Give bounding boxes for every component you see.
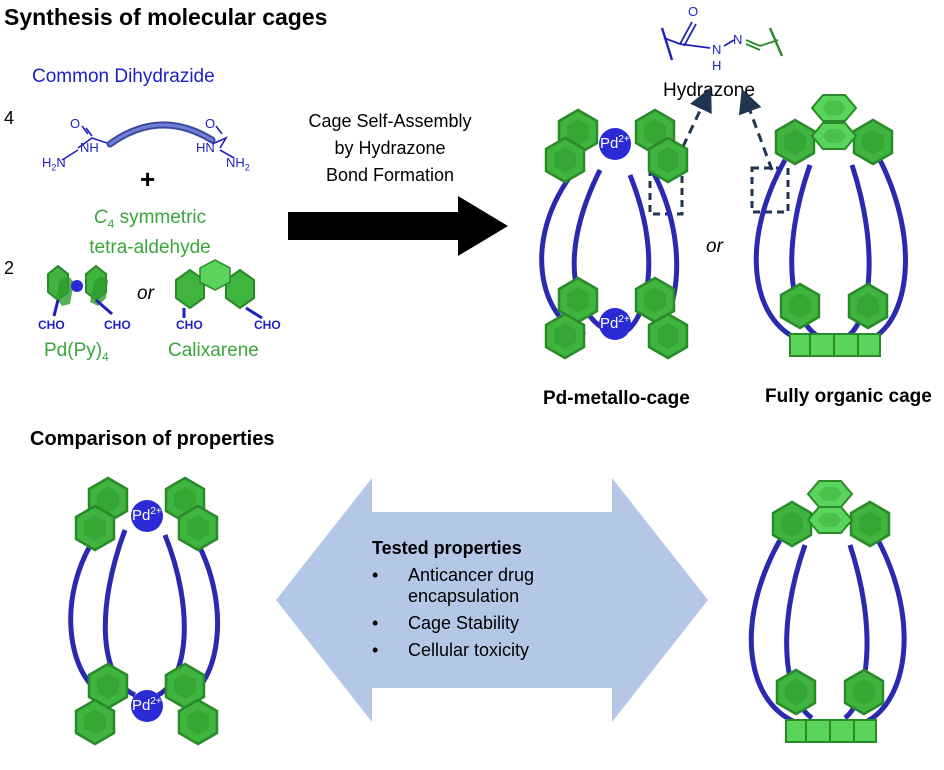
self-assembly-text: Cage Self-Assembly by Hydrazone Bond For… <box>270 108 510 189</box>
pd-py4-label: Pd(Py)4 <box>44 340 109 364</box>
stoich-4: 4 <box>4 108 15 128</box>
dihydrazide-nh2: NH2 <box>226 155 250 173</box>
h2n-sub: 2 <box>51 162 57 173</box>
pd-ion-label-3: Pd2+ <box>132 506 162 524</box>
tested-item-1-line1: Anticancer drug <box>408 565 535 585</box>
cho-2: CHO <box>104 318 131 332</box>
calixarene-label: Calixarene <box>168 340 259 361</box>
hydrazone-n1: N <box>712 42 722 57</box>
arrow-text-line2: by Hydrazone <box>334 138 446 158</box>
pd-ion-label-4: Pd2+ <box>132 696 162 714</box>
dihydrazide-structure <box>61 125 235 161</box>
bullet-1: • <box>372 565 379 585</box>
or-left: or <box>137 283 154 304</box>
dihydrazide-h2n: H2N <box>42 155 66 173</box>
h2n-h: H <box>42 155 52 170</box>
pd-py4-structure <box>47 264 113 317</box>
stoich-2: 2 <box>4 258 15 278</box>
dihydrazide-o-right: O <box>205 116 216 131</box>
organic-cage-bottom <box>748 480 907 743</box>
nh2-nh: NH <box>226 155 245 170</box>
tested-item-3-text: Cellular toxicity <box>408 640 530 660</box>
fully-organic-cage-label: Fully organic cage <box>765 386 932 407</box>
tested-item-2-text: Cage Stability <box>408 613 520 633</box>
hydrazone-o: O <box>688 4 699 19</box>
c4-symbol: C <box>93 207 108 228</box>
pd-ion-2-text: Pd <box>600 315 619 332</box>
cho-3: CHO <box>176 318 203 332</box>
common-dihydrazide-label: Common Dihydrazide <box>32 66 215 87</box>
cho-4: CHO <box>254 318 281 332</box>
self-assembly-arrow <box>288 196 508 256</box>
pd-ion-1-charge: 2+ <box>618 134 630 145</box>
pd-ion-4-text: Pd <box>132 697 151 714</box>
pd-ion-label-1: Pd2+ <box>600 134 630 152</box>
pd-ion-1-text: Pd <box>600 135 619 152</box>
pd-ion-3-charge: 2+ <box>150 506 162 517</box>
pd-py-text: Pd(Py) <box>44 340 103 361</box>
tested-title: Tested properties <box>372 538 522 558</box>
pd-ion-4-charge: 2+ <box>150 696 162 707</box>
nh2-sub: 2 <box>244 162 250 173</box>
dihydrazide-hn-right: HN <box>196 140 215 155</box>
comparison-double-arrow <box>276 478 708 722</box>
cho-1: CHO <box>38 318 65 332</box>
c4-line1: C4 symmetric <box>50 206 250 236</box>
tested-item-2: • Cage Stability <box>372 613 612 634</box>
pd-ion-2-charge: 2+ <box>618 314 630 325</box>
hydrazone-n2: N <box>733 32 743 47</box>
arrow-text-line1: Cage Self-Assembly <box>308 111 472 131</box>
pd-metallo-cage-bottom <box>68 476 220 746</box>
c4-line2: tetra-aldehyde <box>89 236 211 258</box>
tested-item-1-line2: encapsulation <box>408 586 520 606</box>
dashed-box-right <box>750 166 790 214</box>
h2n-n: N <box>56 155 66 170</box>
comparison-title: Comparison of properties <box>30 428 275 450</box>
pd-metallo-cage-top <box>539 108 689 360</box>
pd-ion-3-text: Pd <box>132 507 151 524</box>
hydrazone-h: H <box>712 58 722 73</box>
or-cages: or <box>706 236 723 257</box>
pd-metallo-cage-label: Pd-metallo-cage <box>543 388 690 409</box>
bullet-2: • <box>372 613 379 633</box>
pd-py-sub: 4 <box>102 349 109 364</box>
pd-ion-label-2: Pd2+ <box>600 314 630 332</box>
c4-subscript: 4 <box>107 216 115 231</box>
synthesis-title: Synthesis of molecular cages <box>4 4 328 30</box>
dashed-arrow-right <box>738 88 774 171</box>
c4-symmetric: symmetric <box>114 207 207 228</box>
hydrazone-structure <box>660 21 784 61</box>
plus-sign: + <box>140 164 156 194</box>
organic-cage-top <box>753 94 908 357</box>
tested-item-3: • Cellular toxicity <box>372 640 612 661</box>
calixarene-structure <box>175 259 263 320</box>
dihydrazide-o-left: O <box>70 116 81 131</box>
c4-label: C4 symmetric tetra-aldehyde <box>50 206 250 260</box>
bullet-3: • <box>372 640 379 660</box>
arrow-text-line3: Bond Formation <box>325 165 455 185</box>
